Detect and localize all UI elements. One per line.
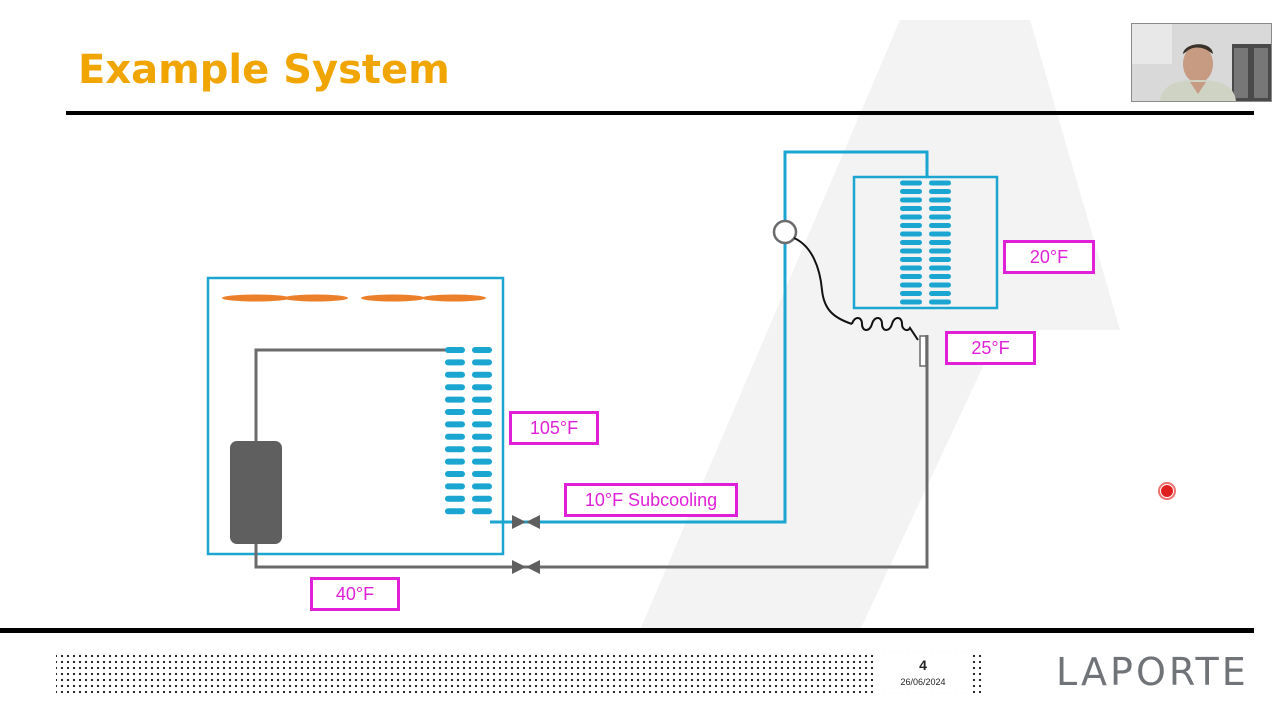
- coil-fin: [900, 231, 922, 237]
- coil-fin: [445, 433, 465, 440]
- title-rule: [66, 111, 1254, 115]
- condensing-unit-box: [206, 276, 505, 556]
- footer-rule: [0, 628, 1254, 633]
- coil-fin: [900, 265, 922, 271]
- coil-fin: [472, 508, 492, 515]
- coil-fin: [929, 291, 951, 296]
- coil-fin: [445, 508, 465, 515]
- coil-fin: [929, 257, 951, 262]
- coil-fin: [929, 299, 951, 305]
- coil-fin: [445, 471, 465, 477]
- subcooling-label: 10°F Subcooling: [564, 483, 738, 517]
- coil-fin: [900, 291, 922, 296]
- evaporator-temp-label: 20°F: [1003, 240, 1095, 274]
- coil-fin: [445, 396, 465, 403]
- coil-fin: [472, 396, 492, 403]
- coil-fin: [472, 371, 492, 378]
- coil-fin: [900, 299, 922, 305]
- coil-fin: [472, 458, 492, 465]
- coil-fin: [472, 384, 492, 391]
- coil-fin: [929, 214, 951, 220]
- page-number: 4: [919, 657, 927, 673]
- capillary-tube: [793, 237, 853, 325]
- sensing-bulb-coil-icon: [851, 317, 919, 341]
- coil-fin: [472, 446, 492, 453]
- coil-fin: [472, 433, 492, 440]
- suction-temp-label: 40°F: [310, 577, 400, 611]
- coil-fin: [929, 248, 951, 254]
- coil-fin: [929, 223, 951, 228]
- coil-fin: [472, 483, 492, 490]
- coil-fin: [900, 206, 922, 211]
- suction-valve-icon: [512, 560, 540, 574]
- condenser-fan-icon: [222, 294, 486, 302]
- coil-fin: [472, 359, 492, 366]
- coil-fin: [445, 409, 465, 415]
- coil-fin: [929, 206, 951, 211]
- coil-fin: [900, 197, 922, 203]
- coil-fin: [900, 214, 922, 220]
- coil-fin: [900, 180, 922, 186]
- expansion-valve-icon: [772, 219, 798, 245]
- coil-fin: [900, 257, 922, 262]
- liquid-valve-icon: [512, 515, 540, 529]
- evap-outlet-temp-label: 25°F: [945, 331, 1036, 365]
- coil-fin: [900, 189, 922, 194]
- evaporator-coil: [900, 180, 951, 305]
- coil-fin: [929, 231, 951, 237]
- laporte-logo: LAPORTE: [1056, 650, 1249, 694]
- coil-fin: [445, 458, 465, 465]
- coil-fin: [445, 347, 465, 353]
- webcam-thumbnail: [1131, 23, 1272, 102]
- coil-fin: [900, 248, 922, 254]
- coil-fin: [900, 282, 922, 288]
- coil-fin: [472, 495, 492, 502]
- coil-fin: [472, 471, 492, 477]
- footer-page-box: [876, 653, 970, 693]
- suction-line: [254, 335, 929, 569]
- compressor-icon: [230, 441, 282, 544]
- coil-fin: [445, 384, 465, 391]
- coil-fin: [472, 347, 492, 353]
- laser-pointer-icon: [1160, 484, 1174, 498]
- coil-fin: [472, 409, 492, 415]
- coil-fin: [900, 240, 922, 245]
- footer-dots: [56, 651, 981, 695]
- coil-fin: [445, 421, 465, 428]
- coil-fin: [445, 495, 465, 502]
- coil-fin: [445, 483, 465, 490]
- coil-fin: [472, 421, 492, 428]
- discharge-line: [254, 348, 455, 444]
- coil-fin: [445, 371, 465, 378]
- coil-fin: [929, 180, 951, 186]
- condenser-coil: [445, 347, 492, 515]
- coil-fin: [900, 274, 922, 279]
- coil-fin: [900, 223, 922, 228]
- coil-fin: [445, 359, 465, 366]
- slide-title: Example System: [78, 47, 450, 93]
- coil-fin: [929, 274, 951, 279]
- coil-fin: [929, 265, 951, 271]
- coil-fin: [929, 282, 951, 288]
- condenser-temp-label: 105°F: [509, 411, 599, 445]
- coil-fin: [445, 446, 465, 453]
- liquid-line: [490, 150, 929, 524]
- sensing-bulb-icon: [919, 335, 927, 367]
- evaporator-box: [852, 175, 999, 310]
- coil-fin: [929, 240, 951, 245]
- slide-date: 26/06/2024: [900, 677, 946, 687]
- presenter-image: [1132, 24, 1271, 101]
- coil-fin: [929, 189, 951, 194]
- coil-fin: [929, 197, 951, 203]
